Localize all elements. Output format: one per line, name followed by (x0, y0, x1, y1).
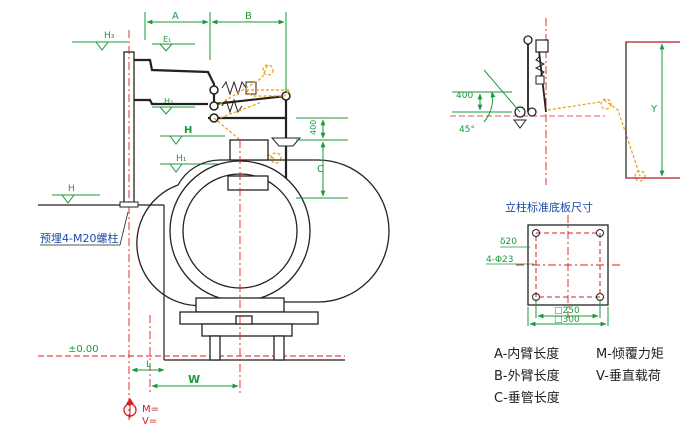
level-H2-label: H₂ (164, 97, 173, 106)
plate-title: 立柱标准底板尺寸 (505, 200, 593, 214)
moment-symbol (123, 398, 137, 418)
left-elevation: ±0.00 H₃ H H H₁ H₂ (38, 11, 390, 427)
plate-thickness-label: δ20 (500, 237, 517, 247)
level-H1-label: H₁ (176, 154, 187, 164)
dim-400-right-label: 400 (456, 91, 473, 101)
swing-envelope-view: 400 45° Y (450, 18, 680, 185)
legend-row-2-right: V-垂直载荷 (596, 369, 661, 384)
level-H-right: H (160, 125, 225, 145)
dim-W-label: W (188, 373, 200, 386)
legend-row-2-left: B-外臂长度 (494, 368, 560, 384)
plate-250-label: □250 (554, 306, 580, 316)
plate-holes-label: 4-Φ23 (486, 255, 514, 265)
level-H3-label: H₃ (104, 31, 115, 41)
level-H-left: H (52, 184, 100, 204)
bolt-note: 预埋4-M20螺柱 (40, 231, 118, 245)
dim-400-left-label: 400 (309, 120, 318, 135)
level-E1: E₁ (152, 35, 195, 52)
legend-row-3-left: C-垂管长度 (494, 390, 560, 406)
dim-C-label: C (317, 164, 324, 175)
dim-L-label: L (146, 360, 151, 370)
zero-level-label: ±0.00 (68, 344, 99, 355)
legend-row-1-left: A-内臂长度 (494, 346, 559, 362)
level-H-right-label: H (184, 125, 192, 136)
plate-300-label: □300 (554, 315, 580, 325)
dimensions-left (131, 12, 348, 389)
balance-spring (221, 80, 247, 96)
level-H3: H₃ (72, 31, 128, 51)
dim-B-label: B (245, 11, 252, 22)
level-E1-label: E₁ (163, 35, 171, 44)
tank-car (136, 139, 390, 361)
legend: A-内臂长度 M-倾覆力矩 B-外臂长度 V-垂直载荷 C-垂管长度 (494, 346, 664, 406)
moment-label: M= (142, 404, 159, 415)
dim-Y-label: Y (650, 104, 658, 115)
vertical-load-label: V= (142, 416, 157, 427)
level-H2: H₂ (152, 97, 195, 115)
level-H-left-label: H (68, 184, 75, 194)
legend-row-1-right: M-倾覆力矩 (596, 347, 664, 362)
base-plate (119, 201, 139, 208)
angle-45-label: 45° (459, 125, 475, 135)
dim-A-label: A (172, 11, 179, 22)
level-H1: H₁ (160, 154, 225, 173)
base-plate-detail: 立柱标准底板尺寸 δ20 4-Φ23 □250 □300 (486, 200, 620, 327)
bolt-leader (40, 211, 129, 246)
